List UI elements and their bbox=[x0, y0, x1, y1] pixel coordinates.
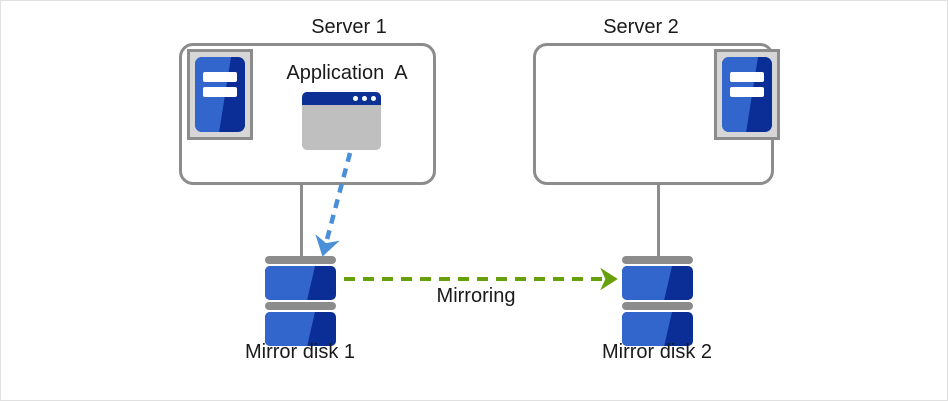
window-dot-2 bbox=[362, 96, 367, 101]
window-dot-1 bbox=[353, 96, 358, 101]
server-tower-slot-1 bbox=[203, 72, 237, 83]
disk-plate-1b bbox=[265, 302, 336, 310]
server-tower-slot-1b bbox=[730, 72, 764, 83]
disk-block-1a bbox=[265, 266, 336, 300]
disk-plate-1a bbox=[265, 256, 336, 264]
disk-plate-2a bbox=[622, 256, 693, 264]
server-tower-icon-1 bbox=[187, 49, 253, 140]
disk-block-1b bbox=[265, 312, 336, 346]
server-tower-icon-2 bbox=[714, 49, 780, 140]
disk-stack-icon-1 bbox=[265, 256, 336, 348]
server-tower-icon-body-2 bbox=[722, 57, 772, 132]
disk-block-2a bbox=[622, 266, 693, 300]
server-tower-slot-2 bbox=[203, 87, 237, 98]
server-1-title: Server 1 bbox=[311, 16, 387, 38]
server-2-title: Server 2 bbox=[603, 16, 679, 38]
mirror-disk-1-label: Mirror disk 1 bbox=[244, 341, 355, 363]
application-window-icon bbox=[302, 92, 381, 150]
disk-plate-2b bbox=[622, 302, 693, 310]
server-1-disk-connector bbox=[300, 185, 303, 259]
mirror-disk-2-label: Mirror disk 2 bbox=[601, 341, 712, 363]
window-dot-3 bbox=[371, 96, 376, 101]
application-window-titlebar bbox=[302, 92, 381, 105]
disk-block-2b bbox=[622, 312, 693, 346]
disk-stack-icon-2 bbox=[622, 256, 693, 348]
server-tower-slot-2b bbox=[730, 87, 764, 98]
server-tower-icon-body bbox=[195, 57, 245, 132]
server-2-disk-connector bbox=[657, 185, 660, 259]
mirroring-label: Mirroring bbox=[436, 285, 516, 307]
application-a-label: Application A bbox=[286, 62, 408, 84]
